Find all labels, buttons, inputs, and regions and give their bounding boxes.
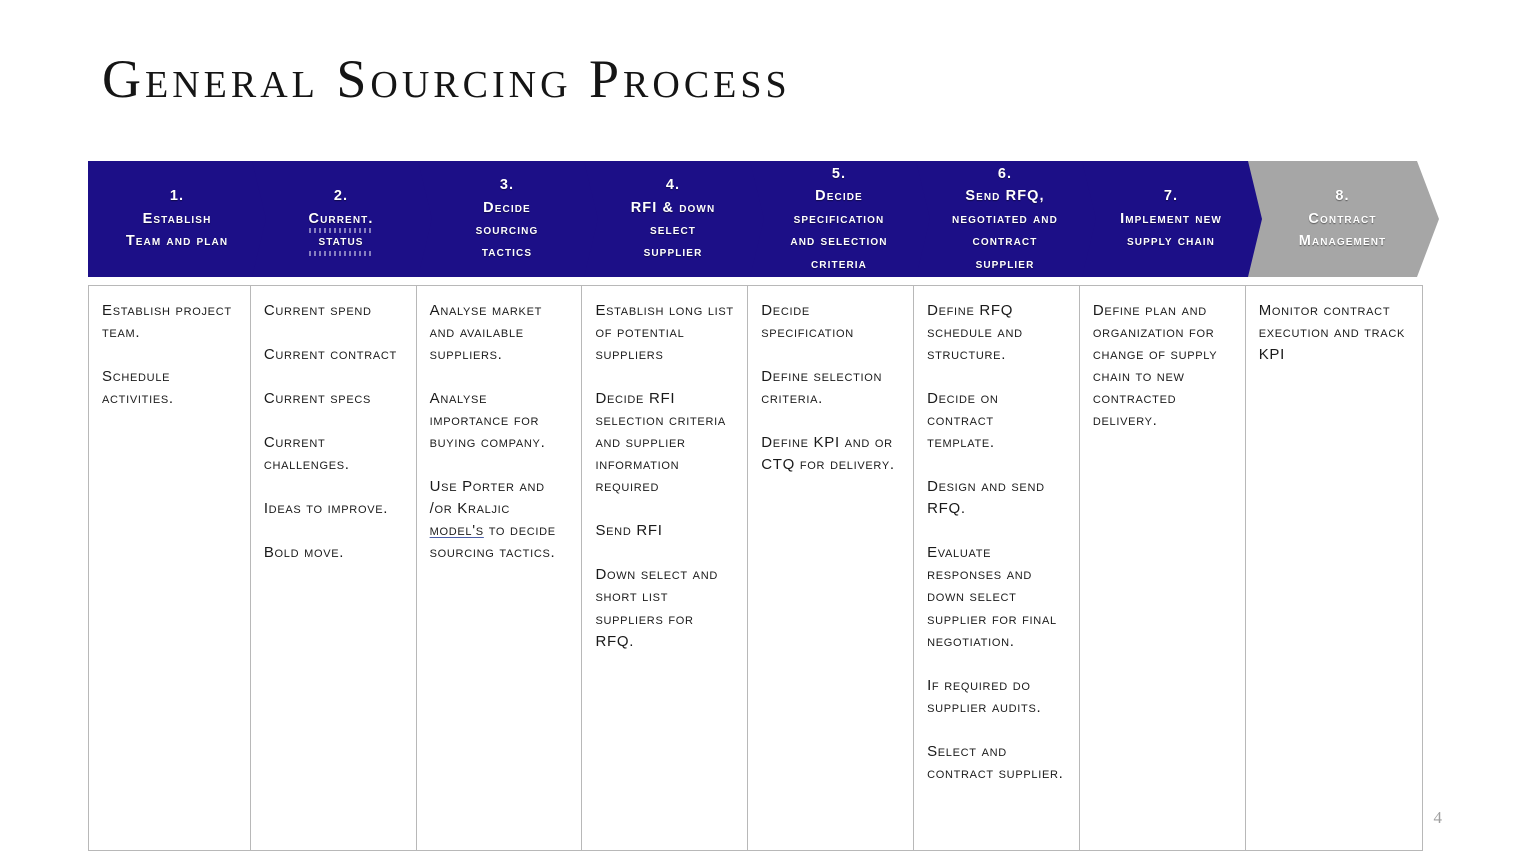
detail-paragraph: Define KPI and or CTQ for delivery. — [761, 434, 895, 474]
chevron-text: 5. Decide specification and selection criter… — [782, 163, 895, 275]
chevron-label-line: criteria — [810, 255, 867, 272]
detail-paragraph: Current contract — [263, 346, 397, 364]
detail-paragraph: Decide specification — [761, 302, 854, 342]
chevron-label-line: RFI & down — [630, 199, 716, 216]
process-step-chevron-5[interactable]: 5. Decide specification and selection criter… — [748, 161, 930, 277]
detail-paragraph: Decide on contract template. — [927, 390, 999, 452]
chevron-label-line: supplier — [643, 244, 703, 261]
detail-column-7: Define plan and organization for change … — [1080, 286, 1246, 850]
detail-paragraph: Define selection criteria. — [761, 368, 883, 408]
detail-paragraph: Select and contract supplier. — [927, 742, 1064, 782]
chevron-label-line: specification — [793, 210, 885, 227]
detail-column-3: Analyse market and available suppliers. A… — [417, 286, 583, 850]
detail-paragraph: Schedule activities. — [102, 368, 174, 408]
detail-paragraph: Down select and short list suppliers for… — [595, 566, 719, 650]
detail-paragraph: Current challenges. — [263, 434, 350, 474]
model-hyperlink[interactable]: model's — [429, 522, 484, 540]
chevron-text: 3. Decide sourcing tactics — [468, 174, 547, 264]
detail-paragraph: If required do supplier audits. — [927, 676, 1042, 716]
page-number: 4 — [1433, 808, 1443, 827]
detail-column-body: Define plan and organization for change … — [1093, 300, 1232, 432]
chevron-step-number: 7. — [1163, 188, 1179, 205]
detail-column-1: Establish project team. Schedule activiti… — [89, 286, 251, 850]
chevron-label-line: Management — [1298, 233, 1387, 250]
chevron-label-line: and selection — [790, 233, 888, 250]
chevron-label-line: Decide — [483, 199, 531, 216]
chevron-text: 7. Implement new supply chain — [1112, 185, 1230, 252]
detail-paragraph: Analyse market and available suppliers. — [429, 302, 543, 364]
chevron-label-line: status — [309, 230, 374, 252]
detail-paragraph: Define plan and organization for change … — [1092, 302, 1218, 430]
detail-paragraph: Ideas to improve. — [263, 500, 389, 518]
detail-column-8: Monitor contract execution and track KPI — [1246, 286, 1423, 850]
detail-paragraph: Send RFI — [595, 522, 663, 540]
chevron-label-line: Current. — [309, 208, 374, 230]
detail-paragraph: Analyse importance for buying company. — [429, 390, 546, 452]
chevron-step-number: 4. — [665, 177, 681, 194]
detail-column-body: Establish project team. Schedule activiti… — [102, 300, 237, 410]
chevron-text: 2. Current.status — [301, 185, 382, 252]
detail-column-body: Analyse market and available suppliers. A… — [430, 300, 569, 564]
chevron-label-line: supply chain — [1126, 233, 1215, 250]
detail-paragraph: Use Porter and /or Kraljic model's to de… — [429, 478, 556, 562]
chevron-label-line: Team and plan — [125, 233, 229, 250]
detail-paragraph: Decide RFI selection criteria and suppli… — [595, 390, 726, 496]
detail-paragraph: Current specs — [263, 390, 372, 408]
detail-paragraph: Establish project team. — [102, 302, 232, 342]
detail-column-body: Establish long list of potential supplie… — [595, 300, 734, 653]
detail-paragraph: Design and send RFQ. — [927, 478, 1045, 518]
detail-paragraph: Bold move. — [263, 544, 345, 562]
process-step-chevron-6[interactable]: 6. Send RFQ, negotiated and contract supplie… — [914, 161, 1096, 277]
chevron-label-line: Decide — [815, 188, 863, 205]
chevron-step-number: 2. — [333, 188, 349, 205]
chevron-label-line: Establish — [142, 210, 212, 227]
process-step-chevron-4[interactable]: 4. RFI & down select supplier — [582, 161, 764, 277]
process-step-chevron-3[interactable]: 3. Decide sourcing tactics — [416, 161, 598, 277]
chevron-step-number: 3. — [499, 177, 515, 194]
chevron-text: 6. Send RFQ, negotiated and contract supplie… — [944, 163, 1066, 275]
chevron-label-line: tactics — [481, 244, 533, 261]
chevron-label-line: supplier — [975, 255, 1035, 272]
process-step-chevron-7[interactable]: 7. Implement new supply chain — [1080, 161, 1262, 277]
detail-paragraph: Current spend — [263, 302, 372, 319]
process-detail-columns: Establish project team. Schedule activiti… — [88, 285, 1423, 851]
process-step-chevron-2[interactable]: 2. Current.status — [250, 161, 432, 277]
chevron-label-line: contract — [972, 233, 1038, 250]
chevron-step-number: 5. — [831, 165, 847, 182]
chevron-step-number: 6. — [997, 165, 1013, 182]
detail-paragraph: Monitor contract execution and track KPI — [1258, 302, 1406, 364]
detail-paragraph: Define RFQ schedule and structure. — [927, 302, 1023, 364]
chevron-step-number: 1. — [169, 188, 185, 205]
detail-paragraph: Evaluate responses and down select suppl… — [927, 544, 1057, 650]
chevron-label-line: sourcing — [475, 222, 539, 238]
chevron-step-number: 8. — [1335, 188, 1350, 205]
chevron-label-line: negotiated and — [952, 210, 1058, 227]
chevron-label-line: select — [649, 222, 697, 238]
chevron-text: 4. RFI & down select supplier — [623, 174, 724, 264]
page-title: General Sourcing Process — [102, 49, 791, 109]
detail-column-body: Define RFQ schedule and structure. Decide… — [927, 300, 1066, 785]
detail-column-4: Establish long list of potential supplie… — [582, 286, 749, 850]
chevron-label-line: Send RFQ, — [965, 188, 1045, 205]
detail-column-6: Define RFQ schedule and structure. Decide… — [914, 286, 1080, 850]
detail-column-body: Monitor contract execution and track KPI — [1259, 300, 1409, 366]
chevron-label-line: Contract — [1308, 210, 1377, 227]
detail-paragraph: Establish long list of potential supplie… — [595, 302, 734, 364]
chevron-label-line: Implement new — [1120, 210, 1222, 227]
